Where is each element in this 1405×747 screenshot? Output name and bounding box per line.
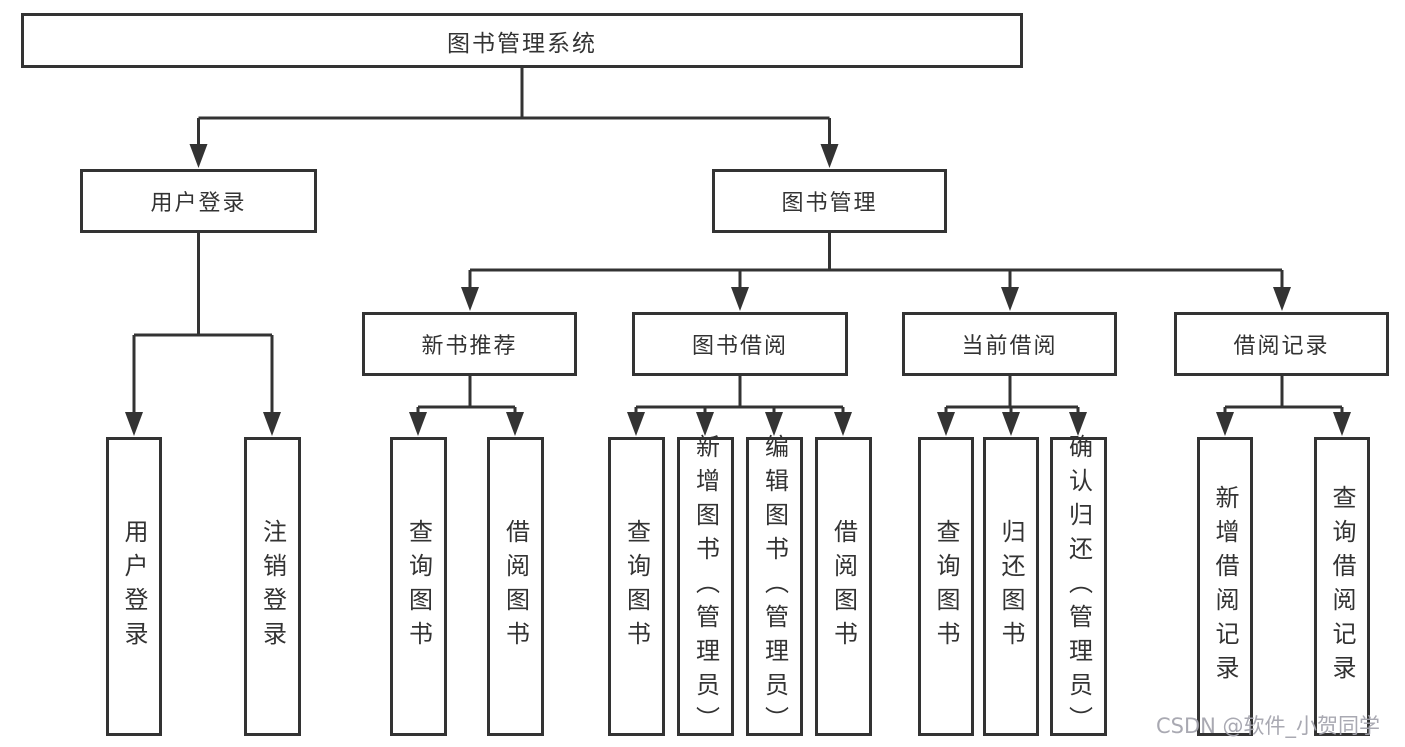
edge-current-borrow-to-leaves: [944, 376, 1080, 414]
leaf-current-confirm-return-admin: 确认归还（管理员）: [1050, 434, 1107, 740]
arrowhead: [461, 287, 479, 311]
node-borrow-records-label: 借阅记录: [1233, 334, 1330, 359]
arrowhead: [765, 412, 783, 436]
node-user-login-label: 用户登录: [150, 191, 247, 216]
leaf-current-query-books: 查询图书: [918, 437, 974, 736]
arrowhead: [1273, 287, 1291, 311]
leaf-borrow-query-books-label: 查询图书: [622, 518, 651, 655]
node-root: 图书管理系统: [21, 13, 1023, 68]
node-user-login: 用户登录: [80, 169, 317, 233]
leaf-borrow-edit-books-admin-label: 编辑图书（管理员）: [760, 433, 789, 740]
arrowhead: [1216, 412, 1234, 436]
node-current-borrow-label: 当前借阅: [961, 334, 1058, 359]
arrowhead: [1069, 412, 1087, 436]
leaf-current-return-books: 归还图书: [983, 437, 1039, 736]
leaf-logout: 注销登录: [244, 437, 301, 736]
leaf-borrow-add-books-admin: 新增图书（管理员）: [677, 434, 734, 740]
leaf-borrow-borrow-books: 借阅图书: [815, 437, 872, 736]
node-new-book-recommend: 新书推荐: [362, 312, 577, 376]
edge-book-management-to-level3: [468, 233, 1284, 289]
leaf-newbook-query-books-label: 查询图书: [404, 518, 433, 655]
edge-user-login-to-leaves: [132, 233, 274, 414]
arrowhead: [820, 144, 839, 168]
leaf-current-return-books-label: 归还图书: [997, 518, 1025, 655]
arrowhead: [937, 412, 955, 436]
arrowhead: [506, 412, 524, 436]
leaf-records-query-record-label: 查询借阅记录: [1328, 484, 1356, 689]
arrowhead: [1002, 412, 1020, 436]
node-book-management: 图书管理: [712, 169, 947, 233]
leaf-records-query-record: 查询借阅记录: [1314, 437, 1370, 736]
node-current-borrow: 当前借阅: [902, 312, 1117, 376]
leaf-borrow-borrow-books-label: 借阅图书: [829, 518, 858, 655]
edge-new-book-recommend-to-leaves: [416, 376, 517, 414]
node-borrow-records: 借阅记录: [1174, 312, 1389, 376]
leaf-current-confirm-return-admin-label: 确认归还（管理员）: [1064, 433, 1093, 740]
arrowhead: [731, 287, 749, 311]
arrowhead: [627, 412, 645, 436]
arrowhead: [1333, 412, 1351, 436]
leaf-newbook-borrow-books: 借阅图书: [487, 437, 544, 736]
arrowhead: [696, 412, 714, 436]
arrowhead: [1001, 287, 1019, 311]
node-book-management-label: 图书管理: [781, 191, 878, 216]
node-new-book-recommend-label: 新书推荐: [421, 334, 518, 359]
edge-book-borrow-to-leaves: [634, 376, 845, 414]
leaf-newbook-borrow-books-label: 借阅图书: [501, 518, 530, 655]
edge-root-to-level2: [197, 68, 831, 146]
leaf-current-query-books-label: 查询图书: [932, 518, 960, 655]
arrowhead: [409, 412, 427, 436]
leaf-user-login: 用户登录: [106, 437, 162, 736]
leaf-records-add-record-label: 新增借阅记录: [1211, 484, 1239, 689]
leaf-borrow-edit-books-admin: 编辑图书（管理员）: [746, 434, 803, 740]
watermark-text: CSDN @软件_小贺同学: [1156, 714, 1381, 738]
arrowhead: [125, 412, 143, 436]
leaf-borrow-add-books-admin-label: 新增图书（管理员）: [691, 433, 720, 740]
leaf-borrow-query-books: 查询图书: [608, 437, 665, 736]
leaf-logout-label: 注销登录: [258, 518, 287, 655]
node-book-borrow: 图书借阅: [632, 312, 848, 376]
arrowhead: [189, 144, 208, 168]
arrowhead: [834, 412, 852, 436]
arrowhead: [263, 412, 281, 436]
node-root-label: 图书管理系统: [447, 30, 597, 57]
leaf-newbook-query-books: 查询图书: [390, 437, 447, 736]
leaf-records-add-record: 新增借阅记录: [1197, 437, 1253, 736]
node-book-borrow-label: 图书借阅: [691, 334, 788, 359]
edge-borrow-records-to-leaves: [1223, 376, 1344, 414]
leaf-user-login-label: 用户登录: [120, 518, 148, 655]
